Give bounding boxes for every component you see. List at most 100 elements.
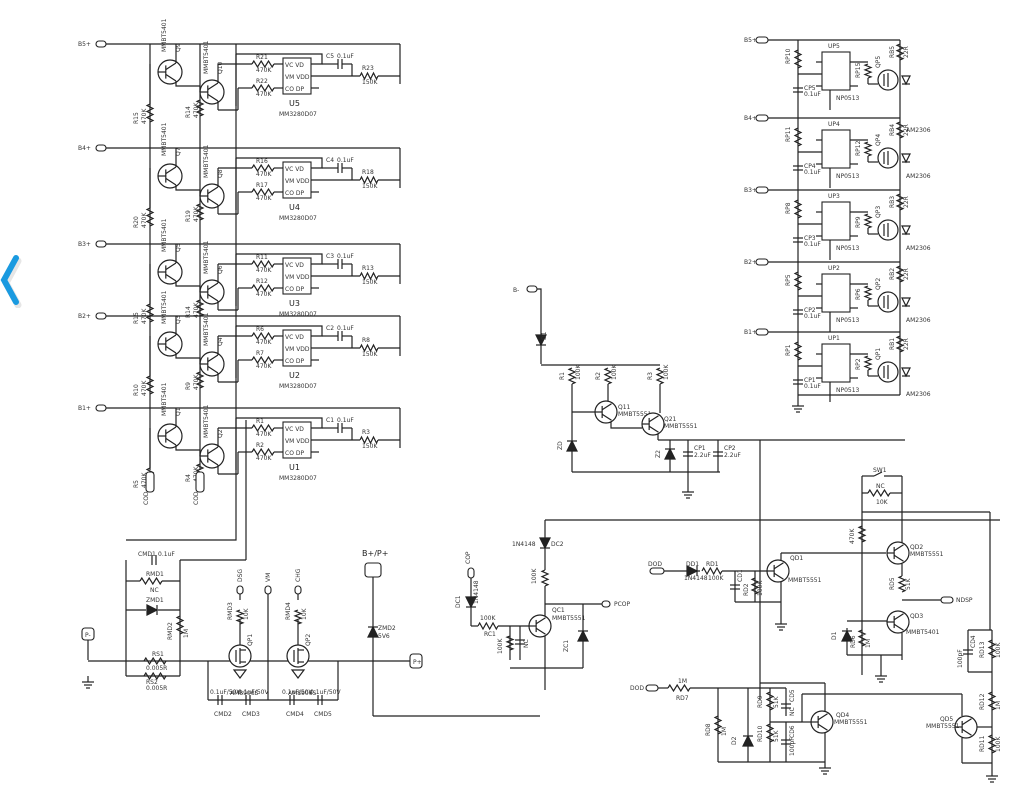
resistor-label: R22 <box>256 78 268 85</box>
resistor-label: RP6 <box>855 288 862 300</box>
ic-pin-label: VC VD <box>285 62 304 69</box>
resistor-label: RP8 <box>785 202 792 214</box>
terminal-label: P- <box>85 632 91 639</box>
resistor-value-label: 22R <box>903 196 910 208</box>
resistor-label: R20 <box>133 216 140 228</box>
terminal-label: B+/P+ <box>362 549 388 558</box>
b-minus-port <box>526 285 538 293</box>
resistor-value-label: 10K <box>876 499 889 506</box>
wire <box>236 157 323 169</box>
transistor-q1 <box>165 426 177 435</box>
cell-input-label: B3+ <box>78 241 91 248</box>
resistor-value-label: 150K <box>362 79 378 86</box>
transistor-label: Q10 <box>217 61 224 74</box>
cell-input-port <box>95 240 107 248</box>
capacitor-label: CMD5 <box>314 711 332 718</box>
resistor-value-label: 22R <box>903 46 910 58</box>
resistor-rd6 <box>857 629 867 647</box>
resistor-label: RD7 <box>676 695 689 702</box>
ic-pin-label: VM VDD <box>285 274 310 281</box>
diode-label: DC1 <box>455 595 462 608</box>
transistor-label: QC1 <box>552 607 565 614</box>
wire <box>126 530 237 541</box>
ic-up2 <box>821 273 851 313</box>
capacitor-value-label: 100pF <box>789 737 796 756</box>
resistor-r18 <box>359 175 379 185</box>
resistor-r8 <box>359 343 379 353</box>
balance-input-label: B1+ <box>744 329 757 336</box>
transistor-label: QD4 <box>836 712 849 719</box>
resistor-label: RD12 <box>979 693 986 710</box>
transistor-q3 <box>165 334 177 343</box>
mosfet-label: QP5 <box>875 56 882 68</box>
resistor-rd13 <box>987 639 997 659</box>
resistor-label: RB5 <box>889 46 896 58</box>
ic-pin-label: VM VDD <box>285 438 310 445</box>
resistor-label: R16 <box>256 158 268 165</box>
transistor-q1 <box>165 437 177 446</box>
resistor-label: R2 <box>595 372 602 380</box>
capacitor-value-label: 2.2uF <box>724 452 741 459</box>
ic-u4 <box>282 161 312 199</box>
resistor-label: R10 <box>133 384 140 396</box>
resistor-label: RP2 <box>855 358 862 370</box>
p-plus-terminal <box>409 653 423 669</box>
ic-part-label: MM3280D07 <box>279 215 317 222</box>
mosfet-label: QP4 <box>875 134 882 146</box>
ic-pin-label: CO DP <box>285 86 304 93</box>
chevron-left-icon[interactable] <box>0 252 22 309</box>
transistor-qd1 <box>773 572 784 580</box>
resistor-label: RD11 <box>979 735 986 752</box>
capacitor-label: CP2 <box>724 445 736 452</box>
resistor-label: RD1 <box>706 561 719 568</box>
resistor-value-label: 1M <box>678 678 687 685</box>
ic-pin-label: VM VDD <box>285 178 310 185</box>
mosfet-part-label: AM2306 <box>906 173 931 180</box>
balance-input-port <box>755 36 769 44</box>
transistor-label: Q1 <box>175 407 182 416</box>
resistor-label: R1 <box>256 418 264 425</box>
capacitor-label: CMD4 <box>286 711 304 718</box>
cell-input-port <box>95 40 107 48</box>
balance-input-label: B3+ <box>744 187 757 194</box>
diode-value-label: 5V6 <box>378 633 390 640</box>
capacitor-value-label: 100pF <box>957 649 964 668</box>
transistor-q4 <box>207 365 219 374</box>
resistor-r22 <box>251 83 275 93</box>
dod-port <box>649 567 665 575</box>
mosfet-body-diode <box>232 669 248 679</box>
resistor-label: RP15 <box>855 62 862 78</box>
signal-port <box>236 585 244 595</box>
transistor-q11 <box>601 413 612 421</box>
diode-d2 <box>742 734 754 747</box>
capacitor-label: CMD2 <box>214 711 232 718</box>
transistor-qd5 <box>961 728 972 736</box>
transistor-q6 <box>207 282 219 291</box>
diode-label: D1 <box>541 331 548 340</box>
resistor-value-label: 470K <box>256 171 272 178</box>
capacitor-value-label: 0.1uF <box>158 551 175 558</box>
resistor-label: RP11 <box>785 126 792 142</box>
resistor-rp10 <box>793 49 803 69</box>
capacitor-value-label: 0.1uF <box>337 253 354 260</box>
pcop-port-label: PCOP <box>614 601 631 608</box>
capacitor-value-label: 0.1uF <box>337 53 354 60</box>
resistor-value-label: 51K <box>773 695 780 708</box>
resistor-label: RS1 <box>152 651 164 658</box>
resistor-value-label: 100K <box>611 364 618 380</box>
ic-ref-label: U5 <box>289 99 300 108</box>
resistor-r21 <box>251 59 275 69</box>
dod-port-label: DOD <box>648 561 662 568</box>
resistor-rd9 <box>765 691 775 711</box>
transistor-part-label: MMBT5401 <box>203 404 210 438</box>
resistor-label: R19 <box>185 210 192 222</box>
transistor-part-label: MMBT5401 <box>203 240 210 274</box>
resistor-value-label: 150K <box>362 443 378 450</box>
ic-up4 <box>821 129 851 169</box>
ic-pin-label: VM VDD <box>285 74 310 81</box>
resistor-rs1 <box>143 656 167 666</box>
capacitor-label: C3 <box>326 253 334 260</box>
mosfet-part-label: AM8906S <box>288 690 317 697</box>
mosfet-body-diode <box>290 669 306 679</box>
ic-u1 <box>282 421 312 459</box>
